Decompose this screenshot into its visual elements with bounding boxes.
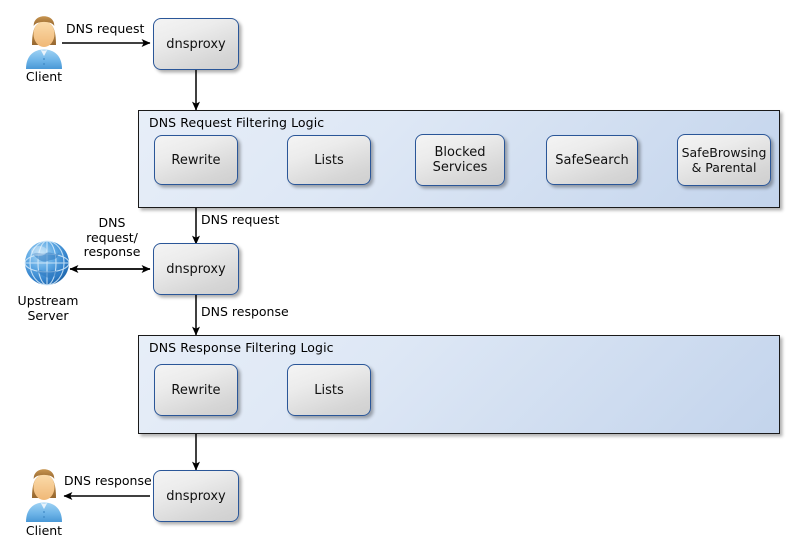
node-label: dnsproxy — [166, 261, 226, 277]
group-request-filtering-title: DNS Request Filtering Logic — [149, 115, 325, 130]
edge-label-client-to-dnsproxy: DNS request — [66, 21, 145, 36]
caption-client-bottom: Client — [25, 523, 63, 538]
node-label: Lists — [314, 152, 344, 168]
node-dnsproxy-bottom[interactable]: dnsproxy — [153, 470, 239, 522]
node-safebrowsing-parental[interactable]: SafeBrowsing & Parental — [677, 134, 771, 186]
globe-icon — [24, 240, 70, 286]
edge-label-dnsproxy-to-response-filter: DNS response — [201, 304, 289, 319]
group-response-filtering-title: DNS Response Filtering Logic — [149, 340, 334, 355]
edge-label-dnsproxy-to-client: DNS response — [64, 473, 152, 488]
edge-label-upstream-exchange: DNS request/ response — [83, 215, 141, 259]
node-label: SafeBrowsing & Parental — [681, 145, 767, 175]
node-rewrite-request[interactable]: Rewrite — [154, 135, 238, 185]
node-blocked-services[interactable]: Blocked Services — [415, 134, 505, 186]
node-label: dnsproxy — [166, 36, 226, 52]
edge-label-dnsproxy-to-request-filter: DNS request — [201, 212, 280, 227]
node-rewrite-response[interactable]: Rewrite — [154, 364, 238, 416]
node-safesearch[interactable]: SafeSearch — [546, 135, 638, 185]
node-label: SafeSearch — [555, 152, 629, 168]
user-avatar-icon — [26, 469, 62, 522]
node-label: Blocked Services — [432, 145, 488, 175]
node-dnsproxy-middle[interactable]: dnsproxy — [153, 243, 239, 295]
node-label: Rewrite — [171, 382, 221, 398]
node-label: dnsproxy — [166, 488, 226, 504]
node-label: Lists — [314, 382, 344, 398]
node-dnsproxy-top[interactable]: dnsproxy — [153, 18, 239, 70]
node-lists-request[interactable]: Lists — [287, 135, 371, 185]
caption-upstream-server: Upstream Server — [17, 293, 79, 323]
node-label: Rewrite — [171, 152, 221, 168]
caption-client-top: Client — [25, 69, 63, 84]
user-avatar-icon — [26, 16, 62, 69]
group-response-filtering: DNS Response Filtering Logic — [138, 335, 780, 434]
node-lists-response[interactable]: Lists — [287, 364, 371, 416]
